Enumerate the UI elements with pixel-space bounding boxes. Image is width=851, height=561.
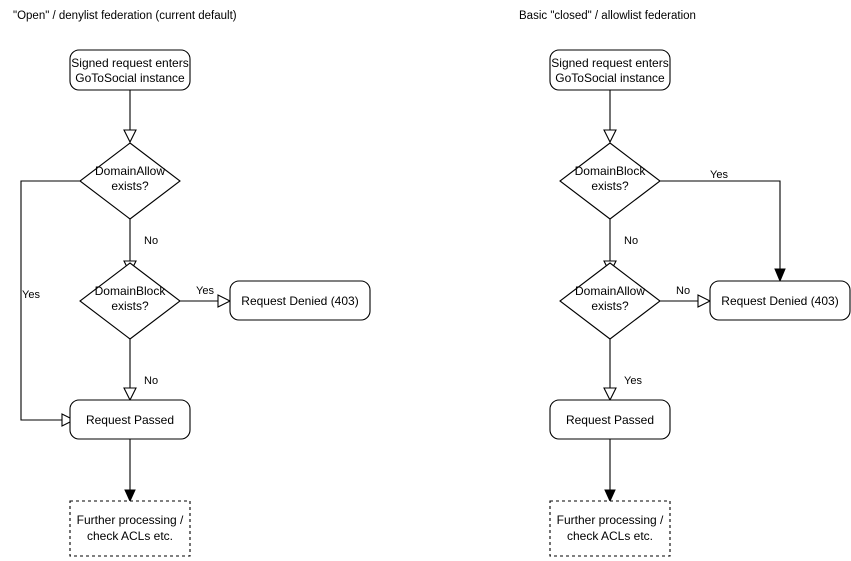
left-arrowhead-entry	[123, 129, 137, 144]
right-domainblock-label-line2: exists?	[591, 179, 629, 193]
right-arrowhead-domainallow-no	[697, 294, 712, 308]
right-edge-domainblock-yes: Yes	[660, 169, 786, 283]
right-arrowhead-domainallow-yes	[603, 387, 617, 402]
right-edge-passed-to-further	[604, 439, 616, 503]
right-entry-node: Signed request enters GoToSocial instanc…	[549, 49, 671, 91]
left-edge-passed-to-further	[124, 439, 136, 503]
right-request-denied-shape	[709, 280, 851, 321]
left-entry-node: Signed request enters GoToSocial instanc…	[69, 49, 191, 91]
left-edge-domainblock-no: No	[123, 339, 158, 402]
left-column-title: "Open" / denylist federation (current de…	[13, 10, 237, 22]
left-further-processing-node: Further processing / check ACLs etc.	[69, 500, 191, 557]
left-domainallow-node: DomainAllow exists?	[79, 142, 181, 220]
right-edge-label-domainblock-no: No	[624, 235, 638, 247]
right-domainblock-label-line1: DomainBlock	[575, 164, 647, 178]
right-edge-label-domainallow-yes: Yes	[624, 375, 642, 387]
left-arrowhead-passed-further	[124, 489, 136, 503]
left-request-denied-label: Request Denied (403)	[241, 294, 358, 308]
left-arrowhead-domainblock-yes	[217, 294, 232, 308]
right-further-processing-label-line1: Further processing /	[557, 513, 664, 527]
left-request-denied-shape	[229, 280, 371, 321]
left-request-denied-node: Request Denied (403)	[229, 280, 371, 321]
right-arrowhead-entry	[603, 129, 617, 144]
left-entry-label-line2: GoToSocial instance	[75, 71, 185, 85]
right-domainallow-node: DomainAllow exists?	[559, 262, 661, 340]
right-edge-domainallow-no: No	[660, 285, 712, 308]
left-edge-line-domainallow-yes	[20, 180, 80, 421]
right-entry-label-line1: Signed request enters	[551, 56, 668, 70]
right-domainallow-label-line1: DomainAllow	[575, 284, 645, 298]
right-further-processing-label-line2: check ACLs etc.	[567, 529, 653, 543]
right-edge-label-domainblock-yes: Yes	[710, 169, 728, 181]
right-entry-label-line2: GoToSocial instance	[555, 71, 665, 85]
right-arrowhead-domainblock-yes	[774, 268, 786, 283]
right-edge-line-domainblock-yes	[660, 180, 781, 279]
left-edge-domainallow-yes: Yes	[20, 180, 80, 427]
left-domainallow-label-line1: DomainAllow	[95, 164, 165, 178]
left-further-processing-shape	[69, 500, 191, 557]
left-edge-label-domainblock-yes: Yes	[196, 285, 214, 297]
right-edge-label-domainallow-no: No	[676, 285, 690, 297]
left-domainblock-node: DomainBlock exists?	[79, 262, 181, 340]
right-column-title: Basic "closed" / allowlist federation	[519, 10, 696, 22]
left-domainblock-label-line2: exists?	[111, 299, 149, 313]
left-entry-label-line1: Signed request enters	[71, 56, 188, 70]
left-edge-entry-to-domainallow	[123, 90, 137, 144]
right-request-passed-label: Request Passed	[566, 413, 654, 427]
right-edge-domainallow-yes: Yes	[603, 339, 642, 402]
right-edge-entry-to-domainblock	[603, 90, 617, 144]
right-arrowhead-passed-further	[604, 489, 616, 503]
left-edge-domainblock-yes: Yes	[180, 285, 232, 308]
left-edge-label-domainblock-no: No	[144, 375, 158, 387]
right-request-denied-label: Request Denied (403)	[721, 294, 838, 308]
right-further-processing-shape	[549, 500, 671, 557]
right-request-denied-node: Request Denied (403)	[709, 280, 851, 321]
left-edge-label-domainallow-no: No	[144, 235, 158, 247]
left-request-passed-node: Request Passed	[69, 399, 191, 440]
left-edge-label-domainallow-yes: Yes	[22, 289, 40, 301]
left-further-processing-label-line1: Further processing /	[77, 513, 184, 527]
left-arrowhead-domainblock-no	[123, 387, 137, 402]
left-domainallow-label-line2: exists?	[111, 179, 149, 193]
left-arrowhead-domainallow-yes	[61, 413, 76, 427]
right-domainallow-label-line2: exists?	[591, 299, 629, 313]
right-further-processing-node: Further processing / check ACLs etc.	[549, 500, 671, 557]
left-domainblock-label-line1: DomainBlock	[95, 284, 167, 298]
left-request-passed-label: Request Passed	[86, 413, 174, 427]
left-further-processing-label-line2: check ACLs etc.	[87, 529, 173, 543]
right-request-passed-node: Request Passed	[549, 399, 671, 440]
right-domainblock-node: DomainBlock exists?	[559, 142, 661, 220]
